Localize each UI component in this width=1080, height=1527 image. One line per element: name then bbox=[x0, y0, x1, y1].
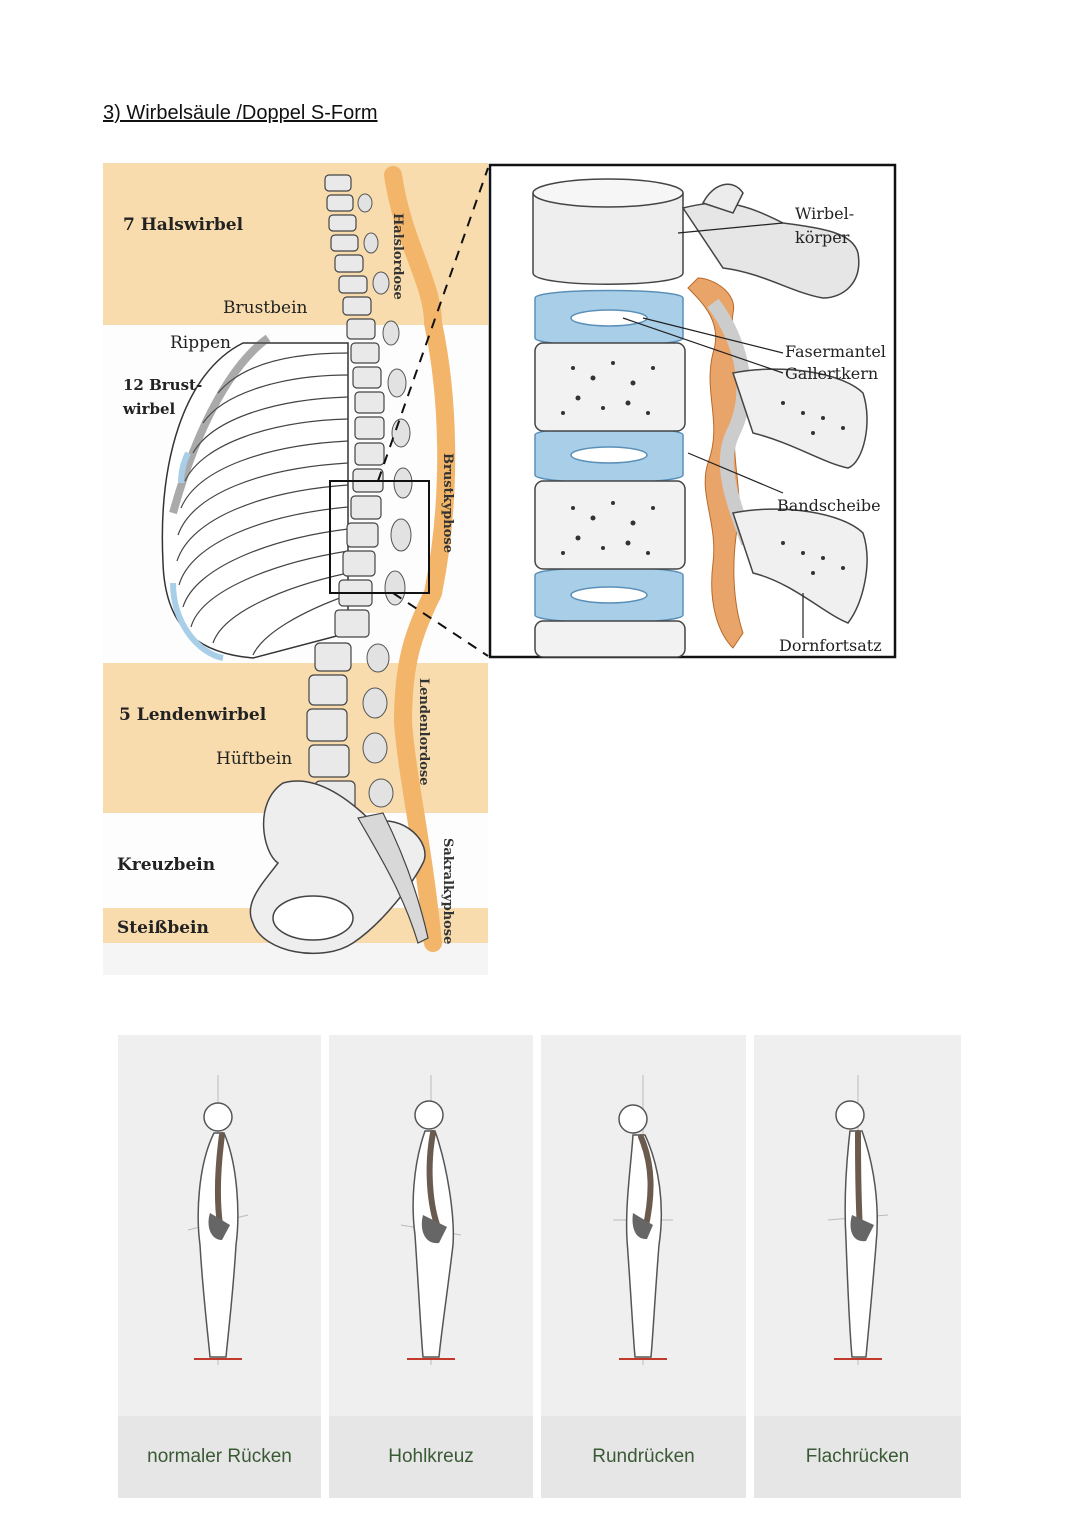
page-heading: 3) Wirbelsäule /Doppel S-Form bbox=[103, 102, 378, 125]
posture-label: Hohlkreuz bbox=[388, 1446, 474, 1468]
posture-label: Rundrücken bbox=[592, 1446, 694, 1468]
label-halswirbel: 7 Halswirbel bbox=[123, 215, 243, 235]
spine-illustration bbox=[103, 163, 911, 975]
posture-card-hohlkreuz: Hohlkreuz bbox=[329, 1035, 533, 1498]
posture-label: Flachrücken bbox=[806, 1446, 910, 1468]
label-brustwirbel-1: 12 Brust- bbox=[123, 376, 202, 394]
posture-card-rundruecken: Rundrücken bbox=[541, 1035, 746, 1498]
label-wirbelkoerper-1: Wirbel- bbox=[795, 205, 854, 223]
posture-comparison: normaler Rücken Hohlkreuz Rundrü bbox=[118, 1035, 961, 1498]
label-brustkyphose: Brustkyphose bbox=[440, 453, 455, 553]
label-brustwirbel-2: wirbel bbox=[123, 400, 175, 418]
label-halslordose: Halslordose bbox=[390, 213, 405, 300]
label-hueftbein: Hüftbein bbox=[216, 749, 292, 769]
spine-figure: 7 Halswirbel Brustbein Rippen 12 Brust- … bbox=[103, 163, 911, 975]
label-bandscheibe: Bandscheibe bbox=[777, 497, 881, 515]
posture-label-strip: Hohlkreuz bbox=[329, 1416, 533, 1498]
label-dornfortsatz: Dornfortsatz bbox=[779, 637, 882, 655]
posture-card-flachruecken: Flachrücken bbox=[754, 1035, 961, 1498]
label-sakralkyphose: Sakralkyphose bbox=[440, 838, 455, 944]
posture-figure-flachruecken bbox=[754, 1035, 961, 1416]
label-kreuzbein: Kreuzbein bbox=[117, 855, 215, 875]
posture-label-strip: Flachrücken bbox=[754, 1416, 961, 1498]
posture-label-strip: normaler Rücken bbox=[118, 1416, 321, 1498]
label-lendenlordose: Lendenlordose bbox=[416, 678, 431, 786]
label-rippen: Rippen bbox=[170, 333, 231, 353]
label-brustbein: Brustbein bbox=[223, 298, 307, 318]
posture-figure-normal bbox=[118, 1035, 321, 1416]
posture-figure-hohlkreuz bbox=[329, 1035, 533, 1416]
posture-label-strip: Rundrücken bbox=[541, 1416, 746, 1498]
posture-figure-rundruecken bbox=[541, 1035, 746, 1416]
posture-card-normal: normaler Rücken bbox=[118, 1035, 321, 1498]
label-wirbelkoerper-2: körper bbox=[795, 229, 849, 247]
label-gallertkern: Gallertkern bbox=[785, 365, 878, 383]
label-lendenwirbel: 5 Lendenwirbel bbox=[119, 705, 266, 725]
posture-label: normaler Rücken bbox=[147, 1446, 292, 1468]
label-steissbein: Steißbein bbox=[117, 918, 209, 938]
label-fasermantel: Fasermantel bbox=[785, 343, 886, 361]
